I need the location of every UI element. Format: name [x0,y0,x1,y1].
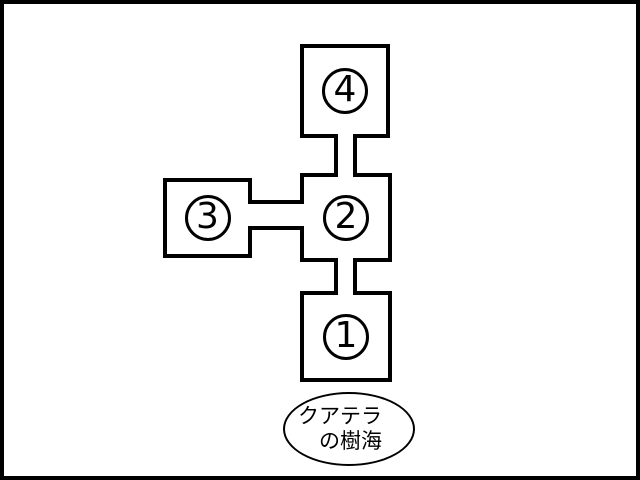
room-2-number: 2 [334,195,358,237]
room-2-box: 2 [300,173,392,262]
room-1-number: 1 [334,314,358,356]
area-label-line2: の樹海 [319,429,382,453]
area-label-line1: クアテラ [298,404,382,428]
corridor-room3-room2 [248,200,304,230]
room-4-number-badge: 4 [322,68,368,114]
room-3-box: 3 [163,178,252,258]
room-1-box: 1 [300,291,392,382]
room-1-number-badge: 1 [323,313,369,360]
corridor-room4-room2 [334,134,357,177]
room-3-number: 3 [196,196,219,237]
room-2-number-badge: 2 [323,194,369,241]
room-3-number-badge: 3 [184,195,231,241]
room-4-number: 4 [333,69,357,110]
room-4-box: 4 [300,44,390,138]
area-label-ellipse: クアテラ の樹海 [283,392,415,466]
corridor-room2-room1 [334,258,357,295]
